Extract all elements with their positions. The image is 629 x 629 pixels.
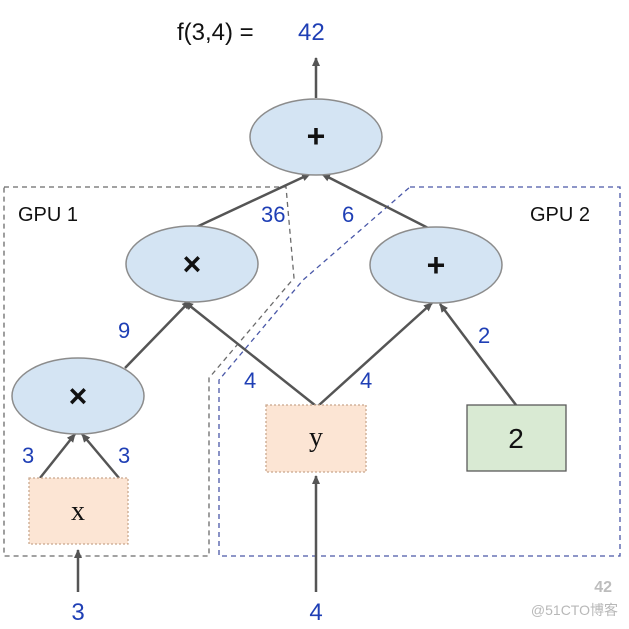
node-mult-left: × bbox=[125, 225, 259, 303]
result-value: 42 bbox=[298, 19, 325, 46]
edge-value-4-right: 4 bbox=[360, 368, 372, 393]
node-plus-top-symbol: + bbox=[307, 118, 326, 154]
node-var-x-label: x bbox=[71, 496, 85, 527]
edge-mult-bottom-to-mult-left bbox=[124, 300, 191, 369]
edge-value-4-left: 4 bbox=[244, 368, 256, 393]
edge-value-9: 9 bbox=[118, 318, 130, 343]
edge-value-3-right: 3 bbox=[118, 443, 130, 468]
gpu1-label: GPU 1 bbox=[18, 204, 78, 226]
gpu2-label: GPU 2 bbox=[530, 204, 590, 226]
edge-value-2: 2 bbox=[478, 323, 490, 348]
edge-const-to-plus-right bbox=[439, 303, 517, 406]
edge-y-to-plus-right bbox=[317, 302, 433, 407]
node-const-2-label: 2 bbox=[508, 423, 524, 454]
node-plus-right-symbol: + bbox=[427, 247, 446, 283]
gpu1-region-border bbox=[3, 186, 295, 557]
input-x-value: 3 bbox=[71, 599, 84, 626]
edge-x-to-mult-bottom-right bbox=[81, 433, 120, 479]
watermark: @51CTO博客 bbox=[531, 602, 618, 618]
result-expression: f(3,4) = bbox=[177, 19, 254, 46]
node-var-y-label: y bbox=[309, 422, 323, 453]
edge-value-36: 36 bbox=[261, 202, 285, 227]
node-mult-bottom-symbol: × bbox=[69, 378, 88, 414]
node-var-x: x bbox=[28, 477, 129, 545]
node-plus-top: + bbox=[249, 98, 383, 176]
gpu2-region-border bbox=[218, 186, 621, 557]
edge-value-3-left: 3 bbox=[22, 443, 34, 468]
edge-y-to-mult-left bbox=[184, 301, 317, 407]
edge-value-6: 6 bbox=[342, 202, 354, 227]
node-plus-right: + bbox=[369, 226, 503, 304]
edge-mult-left-to-plus-top bbox=[189, 172, 311, 232]
page-number: 42 bbox=[594, 579, 612, 596]
node-mult-bottom: × bbox=[11, 357, 145, 435]
node-var-y: y bbox=[265, 404, 367, 473]
input-y-value: 4 bbox=[309, 599, 322, 626]
node-const-2: 2 bbox=[466, 404, 567, 472]
edge-plus-right-to-plus-top bbox=[321, 172, 435, 233]
edge-x-to-mult-bottom-left bbox=[39, 433, 76, 479]
node-mult-left-symbol: × bbox=[183, 246, 202, 282]
